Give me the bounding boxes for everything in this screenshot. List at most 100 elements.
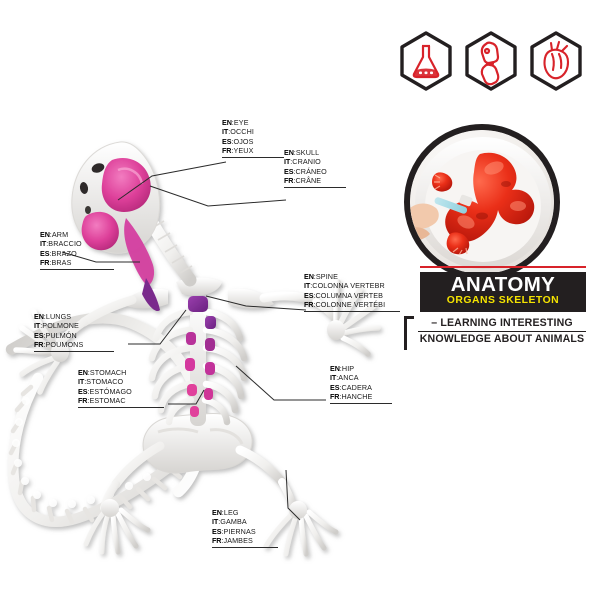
callout-hip-es-key: ES (330, 382, 340, 392)
callout-eye-fr-key: FR (222, 145, 232, 155)
callout-lungs-en: LUNGS (45, 312, 72, 321)
callout-arm-fr: BRAS (51, 257, 72, 267)
callout-leg-en-key: EN (212, 508, 222, 517)
callout-spine-en: SPINE (315, 272, 338, 281)
callout-lungs-rule (34, 350, 114, 352)
callout-skull-en-key: EN (284, 148, 294, 157)
hexagon-outline (530, 31, 582, 91)
callout-hip-en: HIP (341, 364, 355, 373)
callout-leg: EN:LEG IT:GAMBA ES:PIERNAS FR:JAMBES (212, 508, 278, 548)
callout-leg-en: LEG (223, 508, 239, 517)
callout-spine: EN:SPINE IT:COLONNA VERTEBR ES:COLUMNA V… (304, 272, 400, 312)
callout-eye-en: EYE (233, 118, 249, 127)
callout-hip-es: CADERA (341, 382, 373, 392)
front-left-limb (13, 295, 137, 395)
callout-eye-it: OCCHI (230, 127, 254, 137)
callout-lungs: EN:LUNGS IT:POLMONE ES:PULMÓN FR:POUMONS (34, 312, 114, 352)
brand-block: ANATOMY ORGANS SKELETON (420, 272, 586, 312)
callout-arm-en: ARM (51, 230, 69, 239)
skull (71, 141, 161, 312)
brand-subtitle: ORGANS SKELETON (446, 295, 560, 306)
brush-tool (434, 194, 473, 214)
callout-skull-en: SKULL (295, 148, 320, 157)
tagline-rule (418, 331, 586, 332)
badge-bone (463, 30, 519, 92)
hind-left-limb (83, 441, 165, 555)
callout-eye-en-key: EN (222, 118, 232, 127)
callout-eye-it-key: IT (222, 127, 229, 137)
callout-leg-it-key: IT (212, 517, 219, 527)
callout-hip-it-key: IT (330, 373, 337, 383)
callout-lungs-it: POLMONE (42, 321, 79, 331)
callout-leg-fr-key: FR (212, 535, 222, 545)
callout-skull-it-key: IT (284, 157, 291, 167)
callout-lungs-fr: POUMONS (45, 339, 84, 349)
callout-hip-fr-key: FR (330, 391, 340, 401)
brand-red-rule (420, 266, 586, 269)
product-photo (404, 124, 560, 280)
callout-eye-es-key: ES (222, 136, 232, 146)
callout-hip-fr: HANCHE (341, 391, 373, 401)
callout-hip-en-key: EN (330, 364, 340, 373)
front-left-hand (13, 309, 60, 395)
callout-arm-en-key: EN (40, 230, 50, 239)
callout-arm-rule (40, 268, 114, 270)
tagline-block: – LEARNING INTERESTING KNOWLEDGE ABOUT A… (404, 316, 586, 350)
callout-skull-fr-key: FR (284, 175, 294, 185)
callout-lungs-it-key: IT (34, 321, 41, 331)
tagline-bracket (404, 316, 414, 350)
callout-spine-es-key: ES (304, 290, 314, 300)
tagline-line-1: – LEARNING INTERESTING (431, 317, 573, 329)
hexagon-outline (400, 31, 452, 91)
brand-title: ANATOMY (450, 273, 556, 296)
callout-leg-fr: JAMBES (223, 535, 253, 545)
callout-spine-es: COLUMNA VERTEB (315, 290, 384, 300)
callout-arm: EN:ARM IT:BRACCIO ES:BRAZO FR:BRAS (40, 230, 114, 270)
callout-leg-es: PIERNAS (223, 526, 256, 536)
tagline-line-2: KNOWLEDGE ABOUT ANIMALS (419, 333, 585, 345)
hind-left-foot (83, 507, 151, 555)
callout-spine-en-key: EN (304, 272, 314, 281)
callout-spine-fr: COLONNE VERTÉBI (315, 299, 386, 309)
callout-skull-es-key: ES (284, 166, 294, 176)
callout-stomach: EN:STOMACH IT:STOMACO ES:ESTÓMAGO FR:EST… (78, 368, 164, 408)
callout-skull-it: CRANIO (292, 157, 321, 167)
callout-skull: EN:SKULL IT:CRANIO ES:CRÁNEO FR:CRÂNE (284, 148, 346, 188)
callout-eye-rule (222, 156, 284, 158)
callout-skull-es: CRÁNEO (295, 166, 327, 176)
callout-lungs-es: PULMÓN (45, 330, 77, 340)
callout-spine-rule (304, 310, 400, 312)
callout-lungs-fr-key: FR (34, 339, 44, 349)
callout-spine-fr-key: FR (304, 299, 314, 309)
callout-eye-es: OJOS (233, 136, 254, 146)
callout-lungs-es-key: ES (34, 330, 44, 340)
callout-skull-fr: CRÂNE (295, 175, 322, 185)
callout-spine-it: COLONNA VERTEBR (312, 281, 385, 291)
bone-joint-icon (480, 41, 500, 86)
callout-arm-es-key: ES (40, 248, 50, 258)
callout-stomach-en-key: EN (78, 368, 88, 377)
callout-arm-fr-key: FR (40, 257, 50, 267)
callout-skull-rule (284, 186, 346, 188)
badge-heart (528, 30, 584, 92)
callout-arm-it: BRACCIO (48, 239, 82, 249)
callout-spine-it-key: IT (304, 281, 311, 291)
callout-stomach-fr-key: FR (78, 395, 88, 405)
callout-lungs-en-key: EN (34, 312, 44, 321)
callout-arm-it-key: IT (40, 239, 47, 249)
neck (143, 213, 197, 287)
callout-stomach-it: STOMACO (86, 377, 124, 387)
callout-leg-it: GAMBA (220, 517, 247, 527)
callout-leg-es-key: ES (212, 526, 222, 536)
callout-stomach-it-key: IT (78, 377, 85, 387)
callout-stomach-es-key: ES (78, 386, 88, 396)
hexagon-outline (465, 31, 517, 91)
front-right-hand (333, 279, 381, 357)
callout-stomach-es: ESTÓMAGO (89, 386, 132, 396)
feature-badges (396, 28, 586, 94)
callout-stomach-fr: ESTOMAC (89, 395, 126, 405)
callout-hip-rule (330, 402, 392, 404)
callout-leg-rule (212, 546, 278, 548)
callout-hip: EN:HIP IT:ANCA ES:CADERA FR:HANCHE (330, 364, 392, 404)
